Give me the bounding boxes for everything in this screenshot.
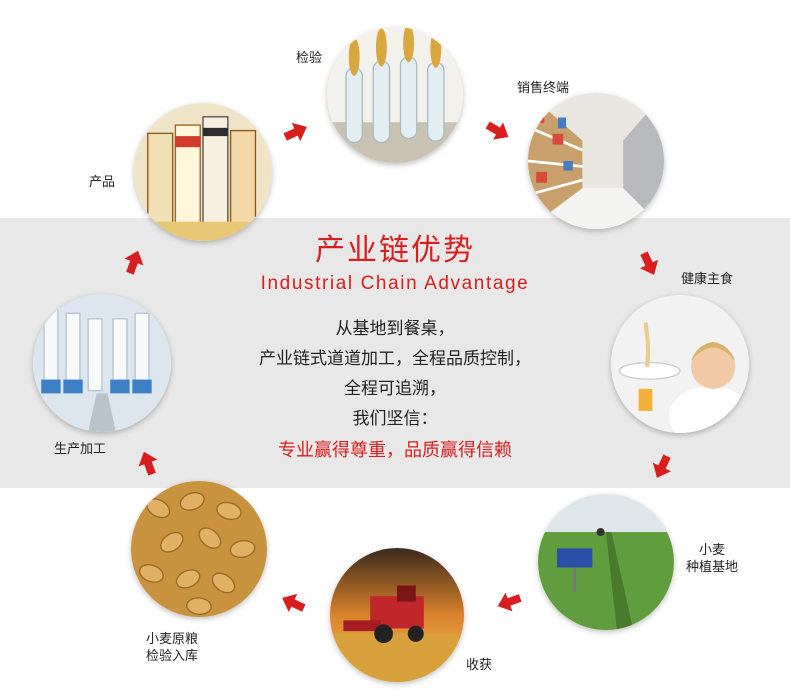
red-arrow-icon (277, 587, 309, 619)
label-planting-line2: 种植基地 (686, 559, 738, 576)
center-text-block: 产业链优势 Industrial Chain Advantage 从基地到餐桌，… (200, 232, 590, 466)
label-planting-line1: 小麦 (686, 542, 738, 559)
label-planting: 小麦 种植基地 (686, 542, 738, 576)
planting-image (538, 494, 674, 630)
label-harvest: 收获 (466, 657, 492, 674)
retail-image (528, 93, 664, 229)
highlight-slogan: 专业赢得尊重，品质赢得信赖 (200, 436, 590, 466)
label-inspection: 检验 (296, 50, 322, 67)
inspection-image (327, 27, 463, 163)
label-processing: 生产加工 (54, 441, 106, 458)
product-image (134, 103, 272, 241)
text-line-3: 全程可追溯， (200, 374, 590, 404)
grain-check-image (131, 481, 267, 617)
red-arrow-icon (482, 115, 515, 148)
staple-image (611, 295, 749, 433)
title-chinese: 产业链优势 (200, 232, 590, 270)
label-grain-check: 小麦原粮 检验入库 (146, 631, 198, 665)
red-arrow-icon (494, 587, 525, 618)
red-arrow-icon (280, 116, 312, 148)
text-line-2: 产业链式道道加工，全程品质控制， (200, 344, 590, 374)
processing-image (33, 294, 171, 432)
label-staple: 健康主食 (681, 271, 733, 288)
label-grain-check-line1: 小麦原粮 (146, 631, 198, 648)
label-grain-check-line2: 检验入库 (146, 648, 198, 665)
label-retail: 销售终端 (517, 80, 569, 97)
text-line-4: 我们坚信： (200, 404, 590, 434)
label-product: 产品 (89, 174, 115, 191)
title-english: Industrial Chain Advantage (200, 272, 590, 296)
harvest-image (330, 548, 464, 682)
text-line-1: 从基地到餐桌， (200, 314, 590, 344)
